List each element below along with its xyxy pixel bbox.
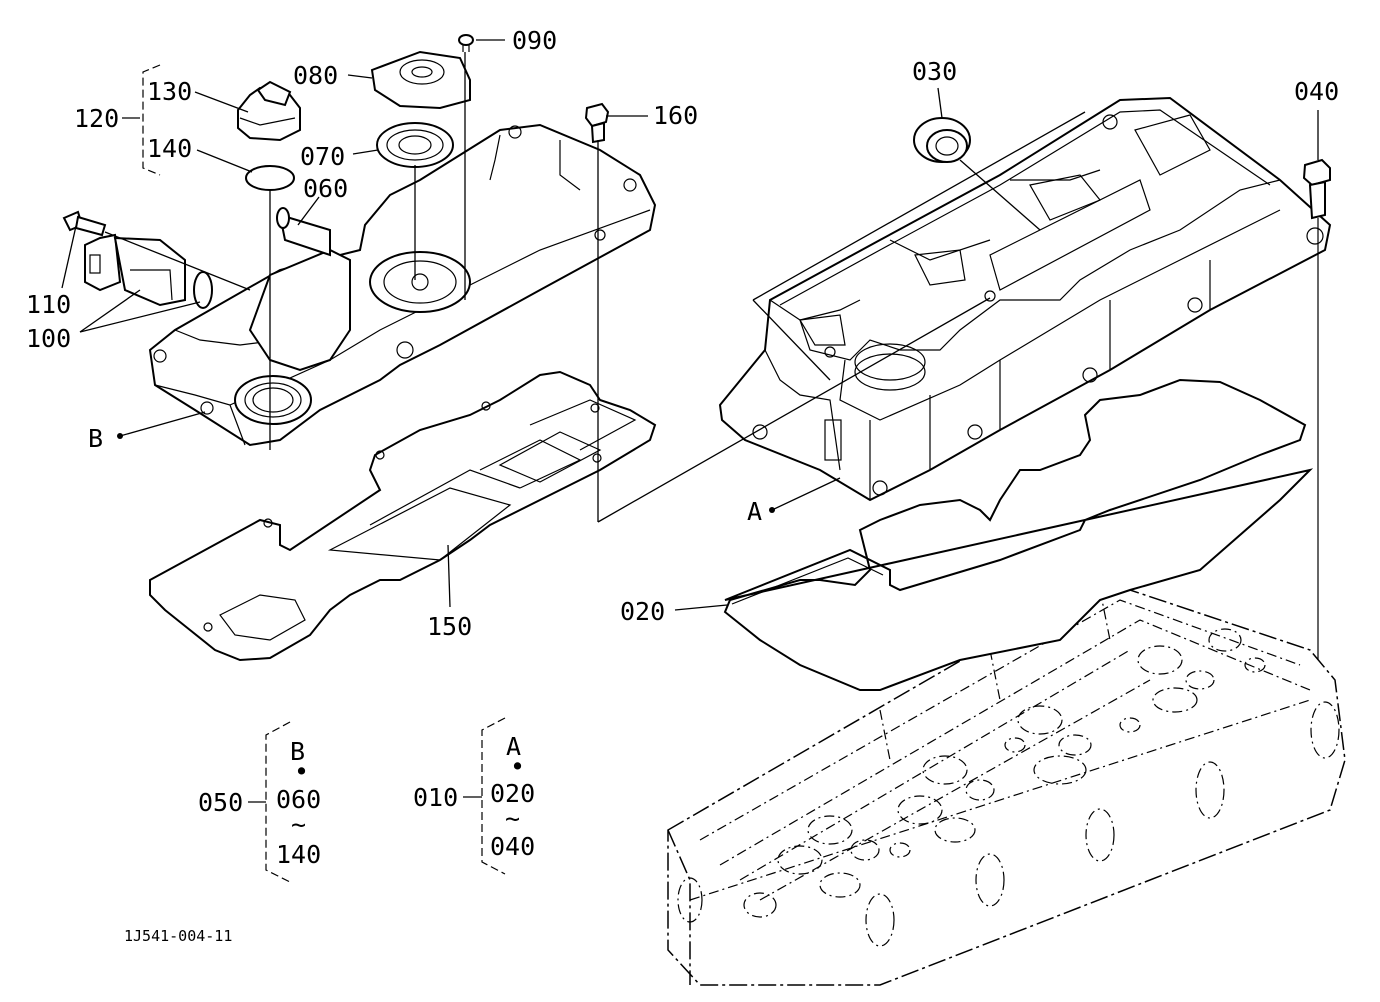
bracket-010-top: A bbox=[506, 732, 521, 761]
label-150: 150 bbox=[427, 612, 472, 641]
sensor-100 bbox=[84, 233, 186, 307]
bracket-010-to: 040 bbox=[490, 832, 535, 861]
o-ring-140 bbox=[245, 165, 295, 191]
breather-cover bbox=[148, 123, 657, 447]
leader-lines bbox=[61, 39, 1319, 611]
bracket-050-to: 140 bbox=[276, 840, 321, 869]
bolt-040 bbox=[1302, 158, 1331, 660]
label-110: 110 bbox=[26, 290, 71, 319]
bracket-010-from: 020 bbox=[490, 779, 535, 808]
cover-gasket-150 bbox=[149, 370, 657, 662]
rocker-cover bbox=[718, 96, 1332, 502]
label-ref-a: A bbox=[747, 497, 762, 526]
label-130: 130 bbox=[147, 77, 192, 106]
pipe-060 bbox=[276, 207, 331, 257]
bracket-120 bbox=[142, 64, 161, 176]
label-050: 050 bbox=[198, 788, 243, 817]
drawing-code: 1J541-004-11 bbox=[124, 927, 232, 945]
cylinder-head bbox=[667, 579, 1346, 986]
part-labels: 090 080 130 120 140 070 060 160 030 040 … bbox=[26, 26, 1339, 641]
label-060: 060 bbox=[303, 174, 348, 203]
label-140: 140 bbox=[147, 134, 192, 163]
label-ref-b: B bbox=[88, 424, 103, 453]
bracket-050-dot: • bbox=[294, 757, 309, 786]
label-030: 030 bbox=[912, 57, 957, 86]
label-020: 020 bbox=[620, 597, 665, 626]
oil-filler-cap-130 bbox=[237, 80, 301, 142]
label-100: 100 bbox=[26, 324, 71, 353]
bolt-160 bbox=[584, 102, 610, 144]
o-ring-100 bbox=[193, 271, 213, 309]
label-090: 090 bbox=[512, 26, 557, 55]
assembly-bracket-050: 050 B • 060 ~ 140 bbox=[198, 721, 321, 883]
screw-090 bbox=[458, 34, 474, 52]
label-160: 160 bbox=[653, 101, 698, 130]
bracket-050-tilde: ~ bbox=[291, 810, 306, 839]
bracket-050-top: B bbox=[290, 737, 305, 766]
oil-seal-030 bbox=[913, 117, 971, 163]
bolt-110 bbox=[62, 210, 107, 237]
bracket-010-tilde: ~ bbox=[505, 804, 520, 833]
bracket-050-from: 060 bbox=[276, 785, 321, 814]
diaphragm-070 bbox=[376, 122, 454, 168]
rocker-cover-gasket-020 bbox=[723, 378, 1314, 691]
label-080: 080 bbox=[293, 61, 338, 90]
label-040: 040 bbox=[1294, 77, 1339, 106]
label-120: 120 bbox=[74, 104, 119, 133]
label-070: 070 bbox=[300, 142, 345, 171]
breather-cap-080 bbox=[370, 50, 471, 110]
bracket-010-dot: • bbox=[510, 752, 525, 781]
label-010: 010 bbox=[413, 783, 458, 812]
assembly-bracket-010: 010 A • 020 ~ 040 bbox=[413, 717, 535, 875]
